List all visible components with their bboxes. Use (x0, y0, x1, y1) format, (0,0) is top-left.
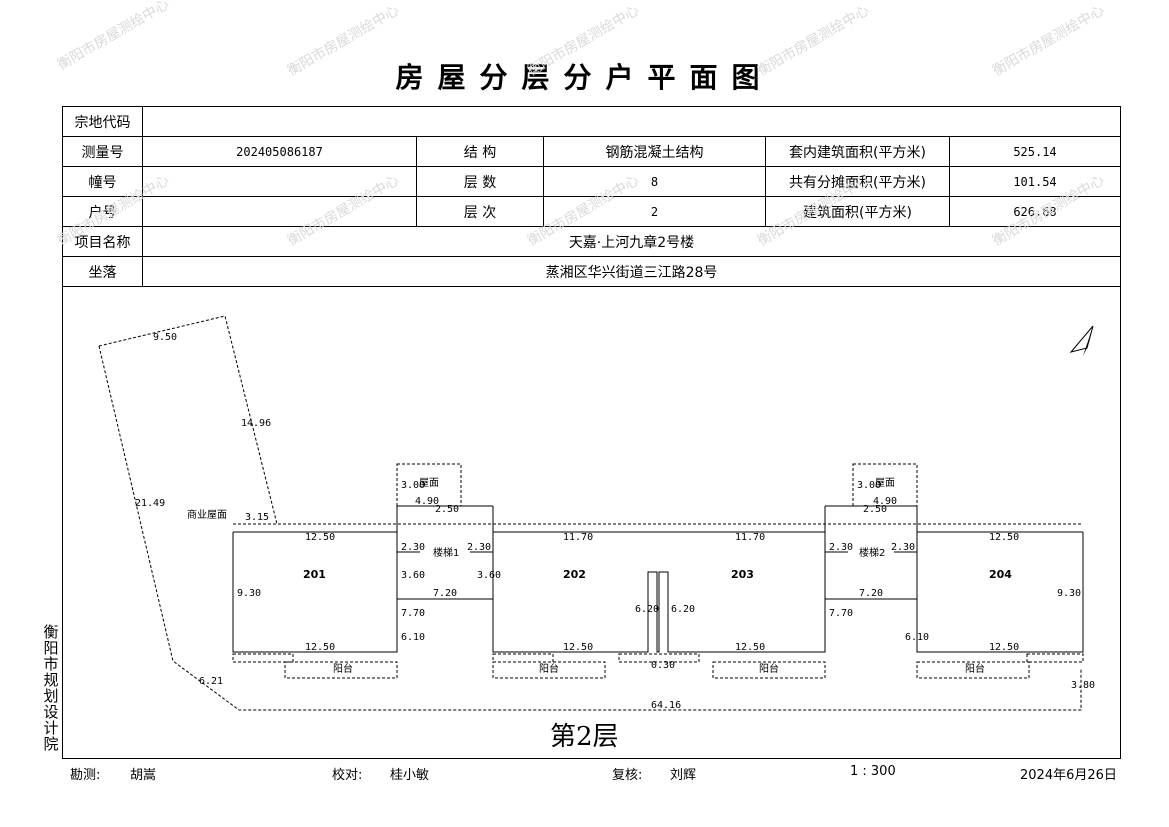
dim-roof-h: 3.00 (401, 480, 425, 491)
dim-core-w: 7.20 (859, 588, 883, 599)
unit-outline (492, 532, 826, 653)
dim-stair-w: 2.30 (401, 542, 425, 553)
taonei-label: 套内建筑面积(平方米) (765, 136, 950, 167)
cenci-value: 2 (543, 196, 766, 227)
dim-unit-h: 9.30 (237, 588, 261, 599)
zongdi-label: 宗地代码 (62, 106, 143, 137)
dim-site-right: 14.96 (241, 418, 271, 429)
hu-value (142, 196, 417, 227)
balcony-label: 阳台 (759, 662, 779, 675)
dim-unit-w: 12.50 (563, 642, 593, 653)
dim-roof-h: 3.00 (857, 480, 881, 491)
dim-unit-w: 12.50 (305, 642, 335, 653)
censhu-value: 8 (543, 166, 766, 197)
dim-unit-w: 12.50 (305, 532, 335, 543)
jiegou-value: 钢筋混凝土结构 (543, 136, 766, 167)
dim-site-top: 9.50 (153, 332, 177, 343)
dim-core-h1: 3.60 (477, 570, 501, 581)
censhu-label: 层 数 (416, 166, 544, 197)
dim-stair-w: 2.30 (829, 542, 853, 553)
fuhe-label: 复核: (612, 768, 643, 783)
site-boundary (98, 315, 278, 525)
floor-label: 第2层 (550, 722, 619, 752)
dim-core-h3: 6.10 (905, 632, 929, 643)
jianzhu-label: 建筑面积(平方米) (765, 196, 950, 227)
page-title: 房屋分层分户平面图 (395, 61, 774, 94)
north-arrow-icon (1069, 325, 1094, 356)
date: 2024年6月26日 (1020, 768, 1117, 783)
dim-unit-w: 12.50 (735, 642, 765, 653)
dim-unit-w: 12.50 (989, 642, 1019, 653)
celiang-value: 202405086187 (142, 136, 417, 167)
roof-label: 屋面 (419, 477, 439, 489)
info-table: 宗地代码 测量号 202405086187 结 构 钢筋混凝土结构 套内建筑面积… (62, 106, 1121, 287)
dim-total: 64.16 (651, 700, 681, 711)
dim-mid-w: 11.70 (563, 532, 593, 543)
roof-label: 屋面 (875, 477, 895, 489)
zhuang-label: 幢号 (62, 166, 143, 197)
floor-plan: 9.50 14.96 21.49 6.21 64.16 3.80 0.30 3.… (98, 315, 1095, 711)
zongdi-value (142, 106, 1121, 137)
dim-core-h2: 7.70 (829, 608, 853, 619)
dim-core-h3: 6.10 (401, 632, 425, 643)
dim-roof-w: 4.90 (415, 496, 439, 507)
dim-stair-w2: 2.50 (863, 504, 887, 515)
balcony-label: 阳台 (539, 662, 559, 675)
scale: 1 : 300 (850, 764, 896, 779)
dim-roof-w: 4.90 (873, 496, 897, 507)
dim-mid-w: 11.70 (735, 532, 765, 543)
balcony-label: 阳台 (965, 662, 985, 675)
dim-unit-w: 12.50 (989, 532, 1019, 543)
unit-label-201: 201 (303, 568, 326, 581)
gongyou-value: 101.54 (949, 166, 1121, 197)
commercial-roof-label: 商业屋面 (187, 508, 227, 521)
taonei-value: 525.14 (949, 136, 1121, 167)
dim-stair-w2: 2.50 (435, 504, 459, 515)
unit-label-204: 204 (989, 568, 1012, 581)
side-text: 衡阳市规划设计院 (43, 623, 59, 753)
unit-label-202: 202 (563, 568, 586, 581)
dim-right-offset: 3.80 (1071, 680, 1095, 691)
dim-core-w: 7.20 (433, 588, 457, 599)
stair-label: 楼梯1 (433, 546, 459, 559)
dim-stair-w: 2.30 (891, 542, 915, 553)
dim-site-bottom-left: 6.21 (199, 676, 223, 687)
kance-value: 胡嵩 (130, 768, 157, 783)
dim-stair-w: 2.30 (467, 542, 491, 553)
dim-site-left: 21.49 (135, 498, 165, 509)
xiangmu-value: 天嘉·上河九章2号楼 (142, 226, 1121, 257)
celiang-label: 测量号 (62, 136, 143, 167)
site-boundary (98, 345, 1082, 711)
zhuang-value (142, 166, 417, 197)
hu-label: 户号 (62, 196, 143, 227)
gongyou-label: 共有分摊面积(平方米) (765, 166, 950, 197)
dim-gap: 0.30 (651, 660, 675, 671)
fuhe-value: 刘辉 (670, 768, 697, 783)
jiegou-label: 结 构 (416, 136, 544, 167)
zuoluo-label: 坐落 (62, 256, 143, 287)
jiaodui-label: 校对: (332, 768, 363, 783)
stair-label: 楼梯2 (859, 546, 885, 559)
dim-unit-h: 9.30 (1057, 588, 1081, 599)
dim-small: 3.15 (245, 512, 269, 523)
kance-label: 勘测: (70, 768, 101, 783)
dim-core-h2: 7.70 (401, 608, 425, 619)
balcony-label: 阳台 (333, 662, 353, 675)
dim-gap-h: 6.20 (635, 604, 659, 615)
xiangmu-label: 项目名称 (62, 226, 143, 257)
cenci-label: 层 次 (416, 196, 544, 227)
unit-label-203: 203 (731, 568, 754, 581)
jianzhu-value: 626.68 (949, 196, 1121, 227)
zuoluo-value: 蒸湘区华兴街道三江路28号 (142, 256, 1121, 287)
dim-core-h1: 3.60 (401, 570, 425, 581)
dim-gap-h: 6.20 (671, 604, 695, 615)
jiaodui-value: 桂小敏 (390, 768, 430, 783)
